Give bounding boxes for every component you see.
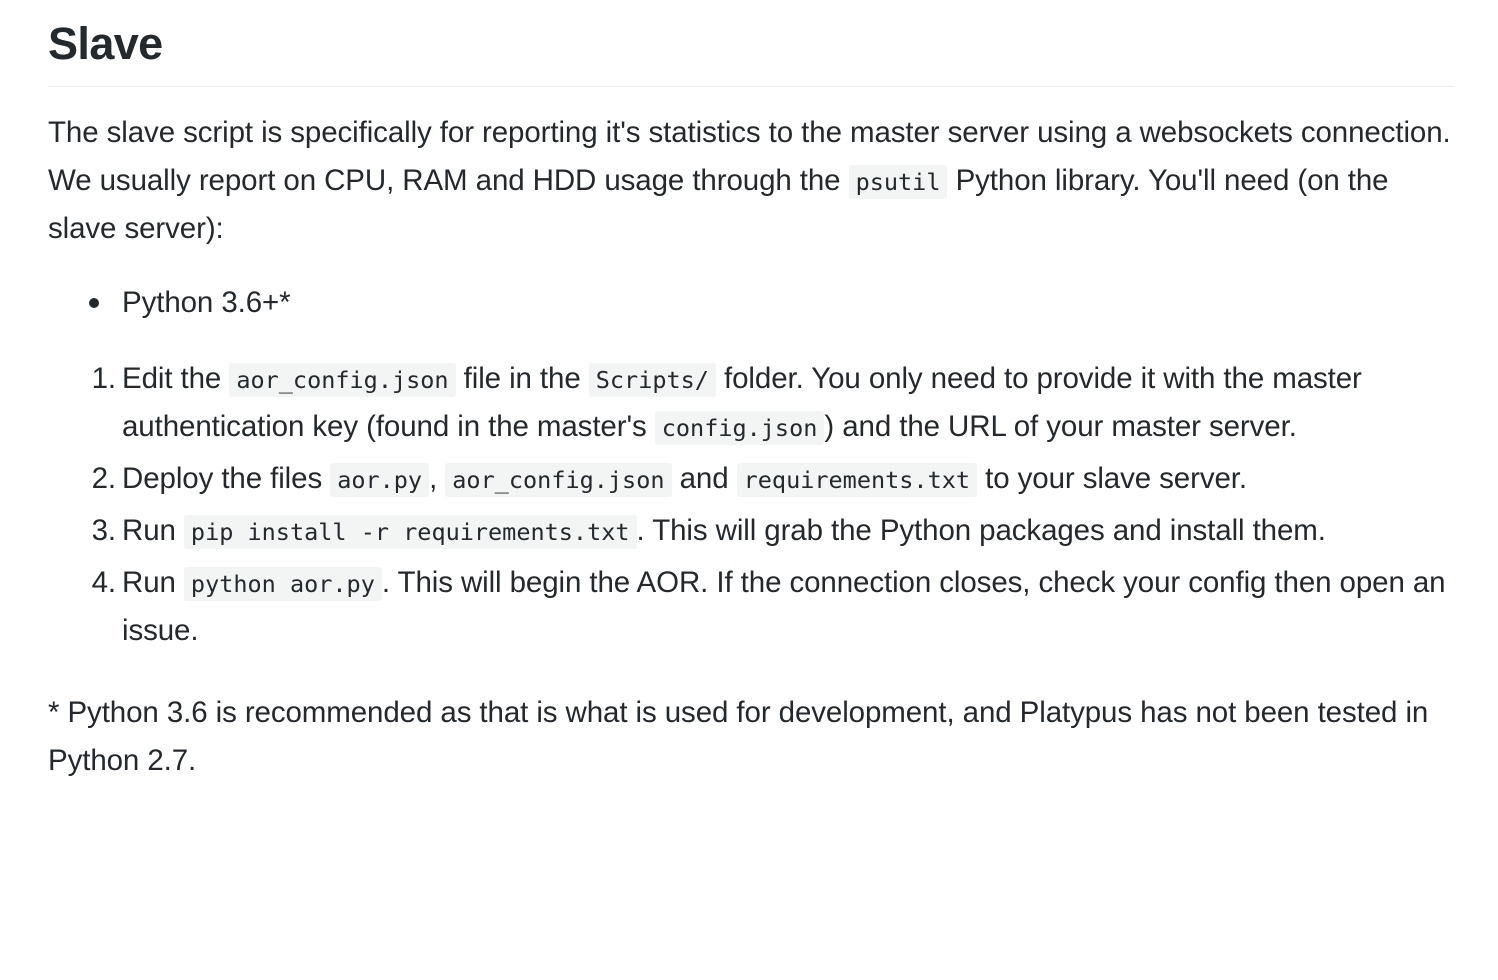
intro-text-part-2: Python library. You'll need (on the slav…: [48, 164, 1389, 246]
list-item: Run python aor.py. This will begin the A…: [74, 559, 1454, 655]
step-text-part-3: and: [671, 461, 737, 495]
step-text-part-2: . This will grab the Python packages and…: [636, 513, 1326, 547]
inline-code-aor-py: aor.py: [330, 462, 430, 497]
list-item: Deploy the files aor.py, aor_config.json…: [74, 455, 1454, 503]
step-text-part-3: folder. You only need to provide it with…: [122, 361, 1362, 443]
step-text-part-1: Run: [122, 565, 184, 599]
inline-code-aor-config-json: aor_config.json: [229, 362, 456, 397]
document-page: Slave The slave script is specifically f…: [0, 0, 1498, 785]
intro-paragraph: The slave script is specifically for rep…: [48, 109, 1454, 253]
requirements-list: Python 3.6+*: [48, 279, 1454, 326]
inline-code-pip-install: pip install -r requirements.txt: [183, 514, 637, 549]
list-item: Edit the aor_config.json file in the Scr…: [74, 355, 1454, 451]
list-item: Run pip install -r requirements.txt. Thi…: [74, 507, 1454, 555]
inline-code-aor-config-json: aor_config.json: [445, 462, 672, 497]
inline-code-psutil: psutil: [848, 165, 948, 200]
step-text-part-2: ,: [429, 461, 446, 495]
list-item: Python 3.6+*: [89, 279, 1454, 326]
inline-code-python-aor-py: python aor.py: [183, 566, 382, 601]
requirement-label: Python 3.6+*: [122, 286, 291, 320]
page-title: Slave: [48, 16, 1454, 88]
intro-text-part-1: The slave script is specifically for rep…: [48, 116, 1451, 198]
inline-code-scripts-folder: Scripts/: [588, 362, 716, 397]
step-text-part-1: Edit the: [122, 361, 230, 395]
step-text-part-2: file in the: [455, 361, 589, 395]
step-text-part-4: to your slave server.: [977, 461, 1247, 495]
inline-code-config-json: config.json: [654, 410, 825, 445]
inline-code-requirements-txt: requirements.txt: [736, 462, 978, 497]
footnote-paragraph: * Python 3.6 is recommended as that is w…: [48, 696, 1429, 778]
step-text-part-4: ) and the URL of your master server.: [824, 409, 1297, 443]
step-text-part-1: Deploy the files: [122, 461, 331, 495]
step-text-part-1: Run: [122, 513, 184, 547]
steps-list: Edit the aor_config.json file in the Scr…: [48, 355, 1454, 655]
step-text-part-2: . This will begin the AOR. If the connec…: [122, 565, 1446, 648]
